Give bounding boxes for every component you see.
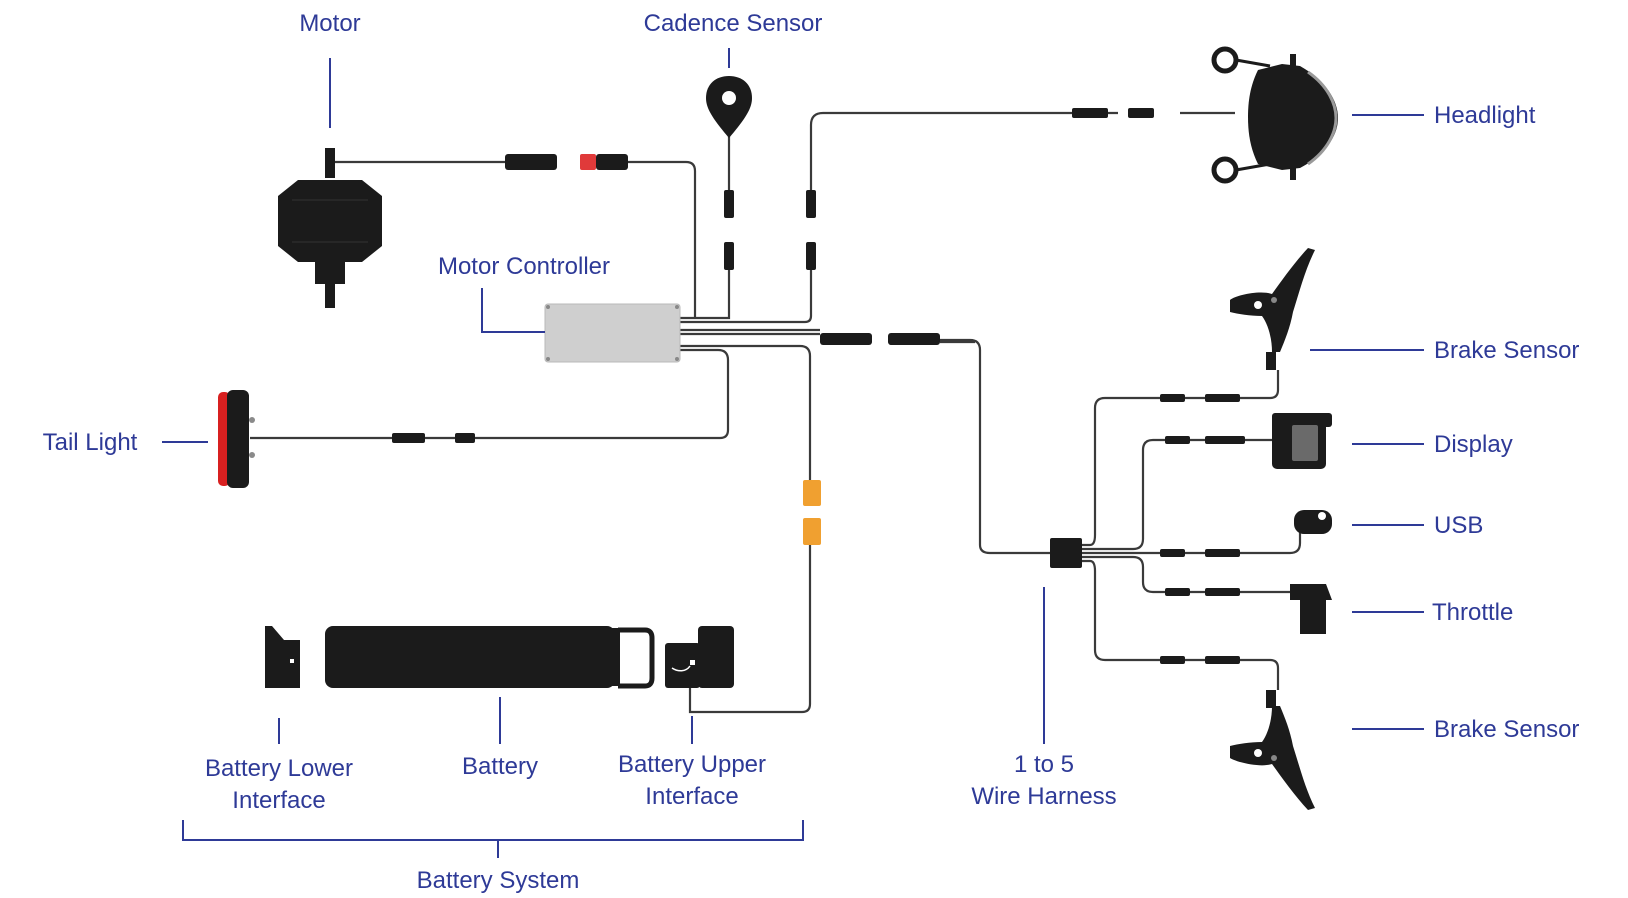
battery-connector-top xyxy=(803,480,821,506)
label-motor: Motor xyxy=(299,10,360,37)
label-motor-controller: Motor Controller xyxy=(438,253,610,280)
tail-light-connector-right xyxy=(455,433,475,443)
motor-connector-male xyxy=(505,154,557,170)
label-usb: USB xyxy=(1434,512,1483,539)
wire-harness-display xyxy=(1080,438,1272,551)
tail-light-connector-left xyxy=(392,433,425,443)
throttle-connector-right xyxy=(1205,588,1240,596)
label-battery-system: Battery System xyxy=(417,867,580,894)
leader-lines xyxy=(162,48,1424,858)
wire-tail-light xyxy=(250,348,730,440)
wire-controller-harness-2 xyxy=(680,332,975,344)
headlight-cable-connector-top xyxy=(806,190,816,218)
battery-system-bracket xyxy=(182,820,804,858)
display-connector-left xyxy=(1165,436,1190,444)
label-display: Display xyxy=(1434,431,1513,458)
motor-connector-red xyxy=(580,154,596,170)
label-brake-sensor-top: Brake Sensor xyxy=(1434,337,1579,364)
brake-sensor-top-icon xyxy=(1230,248,1315,370)
usb-connector-right xyxy=(1205,549,1240,557)
usb-icon xyxy=(1294,510,1332,534)
brake-top-connector-right xyxy=(1205,394,1240,402)
cadence-connector-top xyxy=(724,190,734,218)
label-headlight: Headlight xyxy=(1434,102,1536,129)
label-wire-harness-line2: Wire Harness xyxy=(971,783,1116,810)
harness-connector-right xyxy=(888,333,940,345)
wire-cadence-sensor xyxy=(680,122,731,320)
headlight-cable-connector-bottom xyxy=(806,242,816,270)
brake-bottom-connector-left xyxy=(1160,656,1185,664)
battery-lower-interface-icon xyxy=(265,626,300,688)
display-connector-right xyxy=(1205,436,1245,444)
wire-harness-icon xyxy=(1050,538,1082,568)
headlight-connector-left xyxy=(1072,108,1108,118)
brake-top-connector-left xyxy=(1160,394,1185,402)
battery-upper-interface-icon xyxy=(665,626,734,688)
wire-harness-throttle xyxy=(1080,555,1300,594)
motor-controller-icon xyxy=(544,303,681,363)
label-battery-lower-interface-line1: Battery Lower xyxy=(205,755,353,782)
wire-headlight xyxy=(680,111,1235,324)
usb-connector-left xyxy=(1160,549,1185,557)
wires xyxy=(250,111,1302,714)
motor-connector-female xyxy=(596,154,628,170)
wire-motor-controller xyxy=(628,160,697,317)
leader-motor-controller xyxy=(481,288,545,333)
display-icon xyxy=(1272,413,1332,469)
harness-connector-left xyxy=(820,333,872,345)
label-cadence-sensor: Cadence Sensor xyxy=(644,10,823,37)
label-tail-light: Tail Light xyxy=(43,429,138,456)
label-throttle: Throttle xyxy=(1432,599,1513,626)
label-battery-upper-interface-line2: Interface xyxy=(645,783,738,810)
cadence-connector-bottom xyxy=(724,242,734,270)
brake-bottom-connector-right xyxy=(1205,656,1240,664)
label-wire-harness-line1: 1 to 5 xyxy=(1014,751,1074,778)
connectors xyxy=(392,108,1245,664)
battery-icon xyxy=(325,626,655,689)
cadence-sensor-icon xyxy=(706,76,752,138)
wire-harness-usb xyxy=(1080,527,1302,555)
motor-icon xyxy=(278,148,382,308)
label-brake-sensor-bottom: Brake Sensor xyxy=(1434,716,1579,743)
throttle-connector-left xyxy=(1165,588,1190,596)
label-battery-upper-interface-line1: Battery Upper xyxy=(618,751,766,778)
wire-harness-brake-bottom xyxy=(1080,559,1280,690)
brake-sensor-bottom-icon xyxy=(1230,690,1315,810)
headlight-icon xyxy=(1211,46,1338,184)
labels: Motor Cadence Sensor Headlight Motor Con… xyxy=(43,10,1580,894)
wire-battery xyxy=(680,344,812,714)
tail-light-icon xyxy=(218,390,255,488)
battery-connector-bottom xyxy=(803,518,821,545)
label-battery: Battery xyxy=(462,753,538,780)
wire-controller-harness xyxy=(680,328,1050,555)
wire-harness-brake-top xyxy=(1080,370,1280,547)
headlight-connector-right xyxy=(1128,108,1154,118)
throttle-icon xyxy=(1290,584,1332,634)
label-battery-lower-interface-line2: Interface xyxy=(232,787,325,814)
